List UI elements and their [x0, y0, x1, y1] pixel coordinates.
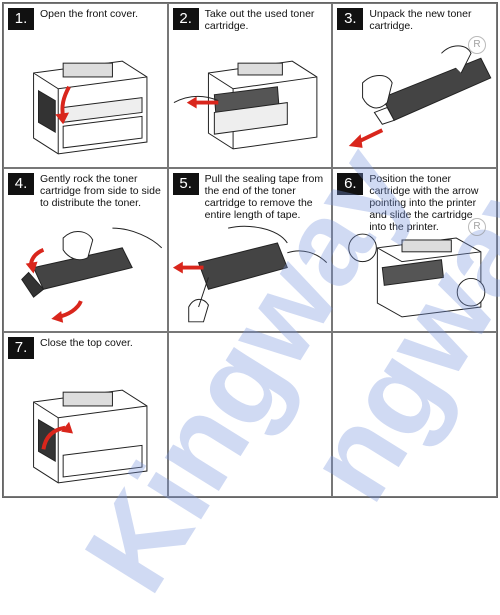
step-number: 4. [8, 172, 34, 195]
rock-cartridge-illustration [21, 227, 163, 323]
step-instruction: Gently rock the toner cartridge from sid… [40, 172, 161, 209]
step-6-panel: 6. Position the toner cartridge with the… [332, 167, 497, 333]
step-instruction: Unpack the new toner cartridge. [369, 8, 472, 32]
printer-close-cover-illustration [33, 389, 148, 484]
printer-open-front-illustration [33, 60, 148, 155]
step-3-panel: 3. Unpack the new toner cartridge. [332, 3, 497, 168]
step-instruction: Take out the used toner cartridge. [204, 8, 315, 32]
step-number: 7. [8, 337, 34, 360]
step-number: 1. [8, 8, 34, 30]
step-number: 5. [172, 172, 199, 195]
instruction-grid: 1. Open the front cover. 2. Take out the… [2, 2, 498, 498]
step-1-panel: 1. Open the front cover. [3, 3, 168, 168]
step-instruction: Open the front cover. [40, 8, 139, 20]
pull-sealing-tape-illustration [172, 225, 327, 322]
step-5-panel: 5. Pull the sealing tape from the end of… [167, 167, 333, 333]
step-7-panel: 7. Close the top cover. [3, 332, 168, 497]
step-number: 6. [337, 172, 364, 195]
unpack-cartridge-illustration [349, 45, 492, 148]
insert-cartridge-illustration [348, 233, 486, 318]
empty-panel [167, 332, 333, 497]
empty-panel [332, 332, 497, 497]
step-4-panel: 4. Gently rock the toner cartridge from … [3, 167, 168, 333]
step-instruction: Pull the sealing tape from the end of th… [204, 172, 324, 221]
step-2-panel: 2. Take out the used toner cartridge. [167, 3, 333, 168]
step-number: 2. [172, 8, 199, 30]
registered-mark-icon: R [468, 218, 486, 236]
remove-cartridge-illustration [173, 60, 318, 150]
step-number: 3. [337, 8, 364, 30]
registered-mark-icon: R [468, 36, 486, 54]
step-instruction: Position the toner cartridge with the ar… [369, 172, 479, 233]
step-instruction: Close the top cover. [40, 337, 133, 350]
